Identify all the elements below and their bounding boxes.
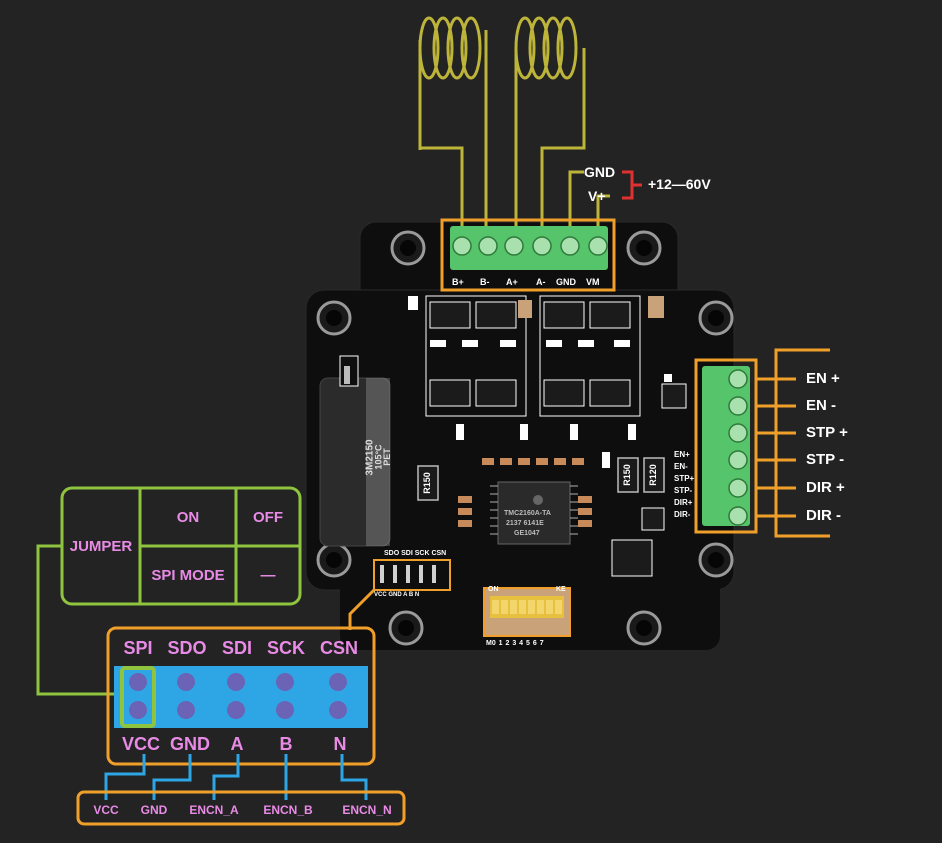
terminal-label: VM [586,277,600,287]
dip-numbers-label: M0 1 2 3 4 5 6 7 [486,640,544,647]
pcb-side-label: EN+ [674,450,690,459]
terminal-label: A+ [506,277,518,287]
chip-label: TMC2160A-TA [504,510,551,517]
terminal-label: GND [556,277,576,287]
header-bottom-label: N [333,733,347,754]
signal-label: STP - [806,451,845,468]
pcb-header-top-label: SDO SDI SCK CSN [384,550,447,557]
control-terminal-block [694,348,830,538]
header-top-label: SDO [167,637,207,658]
header-bottom-label: A [230,733,244,754]
pin-header-diagram [106,626,376,766]
signal-label: DIR - [806,507,841,524]
jumper-table [36,486,302,696]
resistor-label: R150 [421,472,432,494]
pcb-side-label: STP- [674,486,693,495]
pcb-header-bottom-label: VCC GND A B N [374,592,420,598]
header-top-label: CSN [319,637,358,658]
encoder-label: VCC [93,803,119,817]
encoder-label: ENCN_B [263,803,313,817]
header-top-label: SCK [266,637,305,658]
pcb-pin-header [373,559,451,591]
signal-label: STP + [806,424,848,441]
header-bottom-label: VCC [121,733,160,754]
signal-label: EN - [806,397,836,414]
resistor-label: R150 [621,464,632,486]
header-bottom-label: B [279,733,293,754]
encoder-label-box [76,790,406,826]
jumper-col-off: OFF [253,508,283,526]
dip-switch [483,587,571,637]
jumper-spi-mode: SPI MODE [151,566,225,584]
resistor-label: R120 [647,464,658,486]
dip-on-label: ON [488,586,499,593]
voltage-label: +12—60V [648,176,711,192]
terminal-label: B- [480,277,490,287]
motor-terminal-block [440,218,616,292]
header-top-label: SPI [123,637,153,658]
signal-label: DIR + [806,479,845,496]
jumper-row-header: JUMPER [69,537,133,555]
header-bottom-label: GND [170,733,210,754]
pcb-side-label: DIR+ [674,498,693,507]
pcb-side-label: EN- [674,462,688,471]
encoder-label: GND [140,803,168,817]
capacitor [319,355,391,547]
dip-ke-label: KE [556,586,566,593]
chip-label: 2137 6141E [506,520,544,527]
motor-coil-b [514,16,586,226]
encoder-label: ENCN_N [342,803,392,817]
pcb-side-label: DIR- [674,510,691,519]
encoder-label: ENCN_A [189,803,239,817]
jumper-dash: — [260,566,276,584]
signal-label: EN + [806,370,840,387]
chip-label: GE1047 [514,530,540,537]
pcb-board [305,221,735,650]
pcb-side-label: STP+ [674,474,695,483]
gnd-power-label: GND [584,164,616,180]
capacitor-text: PET [381,448,392,466]
jumper-col-on: ON [176,508,200,526]
motor-coil-a [418,16,488,226]
power-bracket [622,170,642,200]
header-top-label: SDI [221,637,252,658]
vplus-power-label: V+ [588,188,606,204]
terminal-label: B+ [452,277,464,287]
terminal-label: A- [536,277,546,287]
